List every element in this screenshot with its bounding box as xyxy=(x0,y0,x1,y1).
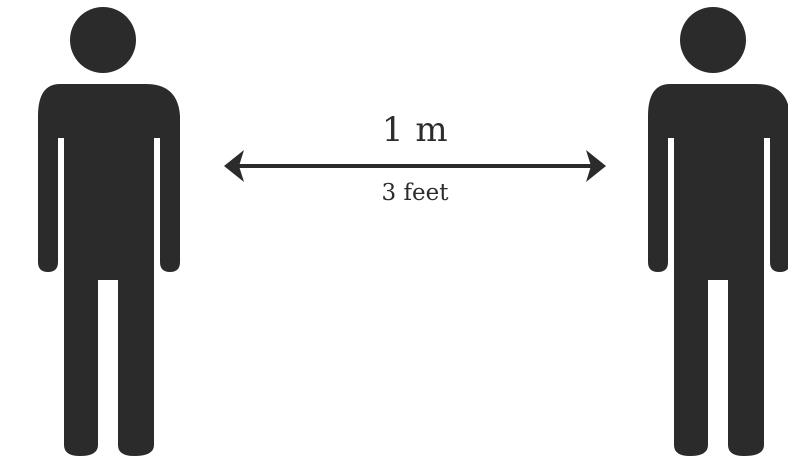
person-icon-right xyxy=(628,0,788,456)
double-headed-arrow-icon xyxy=(224,150,606,182)
distance-imperial-label: 3 feet xyxy=(381,180,449,206)
person-icon xyxy=(38,7,180,456)
person-icon xyxy=(648,7,788,456)
distance-indicator: 1 m 3 feet xyxy=(222,110,608,220)
person-icon-left xyxy=(18,0,188,456)
distance-metric-label: 1 m xyxy=(381,110,449,150)
